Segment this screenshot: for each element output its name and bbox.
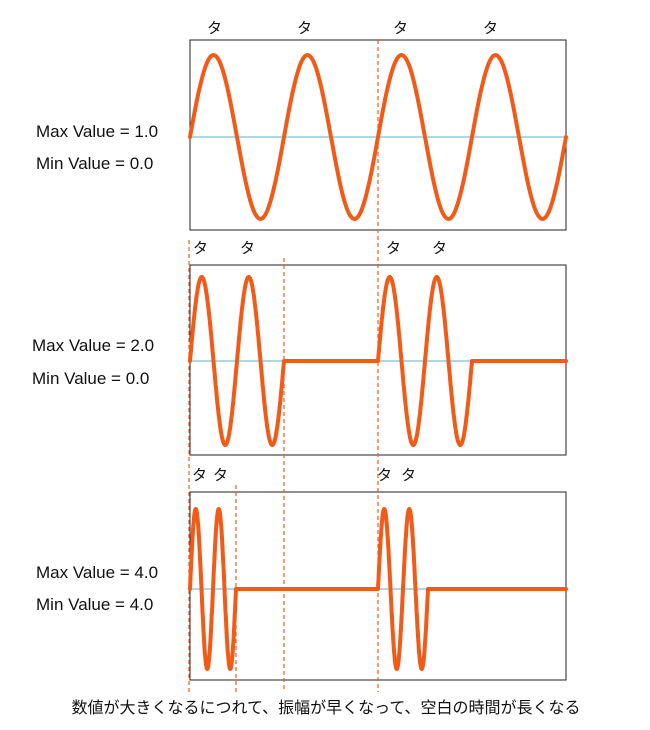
panel-2: タ タ タ タ Max Value = 2.0 Min Value = 0.0 — [32, 239, 568, 456]
panel-2-marker-4: タ — [432, 239, 447, 257]
panel-1-min-label: Min Value = 0.0 — [36, 154, 153, 173]
panel-1: タ タ タ タ Max Value = 1.0 Min Value = 0.0 — [36, 19, 568, 231]
panel-1-marker-1: タ — [207, 19, 222, 37]
guide-lines — [188, 40, 379, 692]
panel-3-marker-3: タ — [377, 466, 392, 484]
panel-3-marker-2: タ — [213, 466, 228, 484]
panel-3: タ タ タ タ Max Value = 4.0 Min Value = 4.0 — [36, 466, 568, 681]
panel-2-max-label: Max Value = 2.0 — [32, 336, 154, 355]
panel-1-waveform — [188, 53, 568, 221]
panel-1-marker-2: タ — [297, 19, 312, 37]
panel-1-marker-4: タ — [483, 19, 498, 37]
panel-3-marker-4: タ — [401, 466, 416, 484]
panel-2-waveform — [188, 275, 568, 447]
panel-3-min-label: Min Value = 4.0 — [36, 595, 153, 614]
panel-1-marker-3: タ — [393, 19, 408, 37]
panel-2-marker-1: タ — [193, 239, 208, 257]
panel-2-marker-2: タ — [240, 239, 255, 257]
panel-3-max-label: Max Value = 4.0 — [36, 563, 158, 582]
panel-3-marker-1: タ — [192, 466, 207, 484]
panel-1-max-label: Max Value = 1.0 — [36, 122, 158, 141]
caption: 数値が大きくなるにつれて、振幅が早くなって、空白の時間が長くなる — [71, 698, 580, 717]
panel-2-min-label: Min Value = 0.0 — [32, 369, 149, 388]
panel-2-marker-3: タ — [386, 239, 401, 257]
